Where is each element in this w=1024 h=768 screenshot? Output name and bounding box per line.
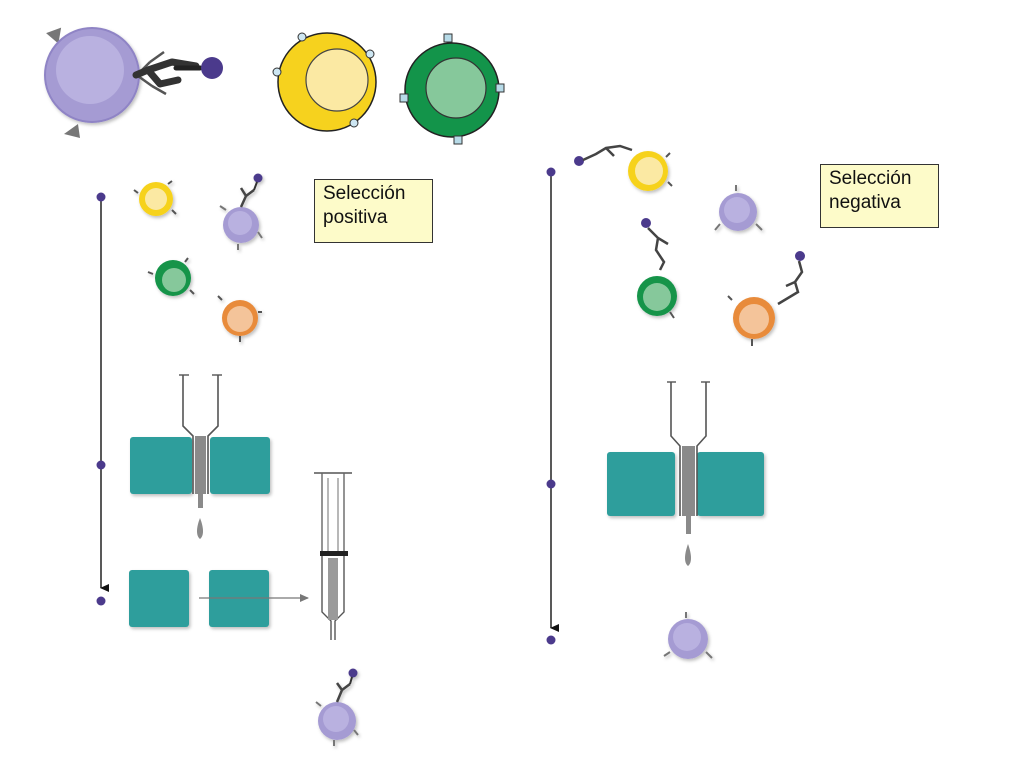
timeline-step-dot: [546, 167, 556, 177]
label-positive-line2: positiva: [323, 207, 388, 228]
positive-timeline: [96, 192, 109, 606]
positive-magnet-column: [130, 374, 270, 539]
timeline-step-dot: [96, 596, 106, 606]
negative-output-cell: [663, 612, 713, 659]
drip-icon: [685, 544, 691, 566]
negative-labeled-yellow-cell: [574, 144, 673, 191]
negative-purple-cell: [714, 185, 763, 231]
legend-yellow-cell: [272, 32, 377, 132]
label-negative-line2: negativa: [829, 192, 901, 213]
timeline-step-dot: [96, 460, 106, 470]
timeline-step-dot: [546, 479, 556, 489]
negative-labeled-orange-cell: [727, 251, 805, 346]
positive-labeled-cell: [219, 173, 263, 250]
positive-yellow-cell: [133, 180, 177, 216]
timeline-step-dot: [546, 635, 556, 645]
magnet-right: [210, 437, 270, 494]
label-negative-selection: Selección negativa: [820, 164, 939, 228]
label-positive-line1: Selección: [323, 183, 406, 204]
legend-green-cell: [399, 33, 505, 145]
drip-icon: [197, 518, 203, 539]
negative-magnet-column: [607, 381, 764, 566]
timeline-step-dot: [96, 192, 106, 202]
magnet-left: [130, 437, 192, 494]
label-positive-selection: Selección positiva: [314, 179, 433, 243]
magnet-left: [607, 452, 675, 516]
positive-orange-cell: [217, 295, 262, 342]
legend-labeled-cell: [44, 27, 223, 138]
negative-labeled-green-cell: [637, 218, 677, 319]
negative-timeline: [546, 167, 559, 645]
label-negative-line1: Selección: [829, 168, 912, 189]
positive-elution: [129, 472, 352, 640]
magnet-right: [697, 452, 764, 516]
positive-output-cell: [315, 668, 359, 746]
positive-green-cell: [147, 257, 195, 296]
